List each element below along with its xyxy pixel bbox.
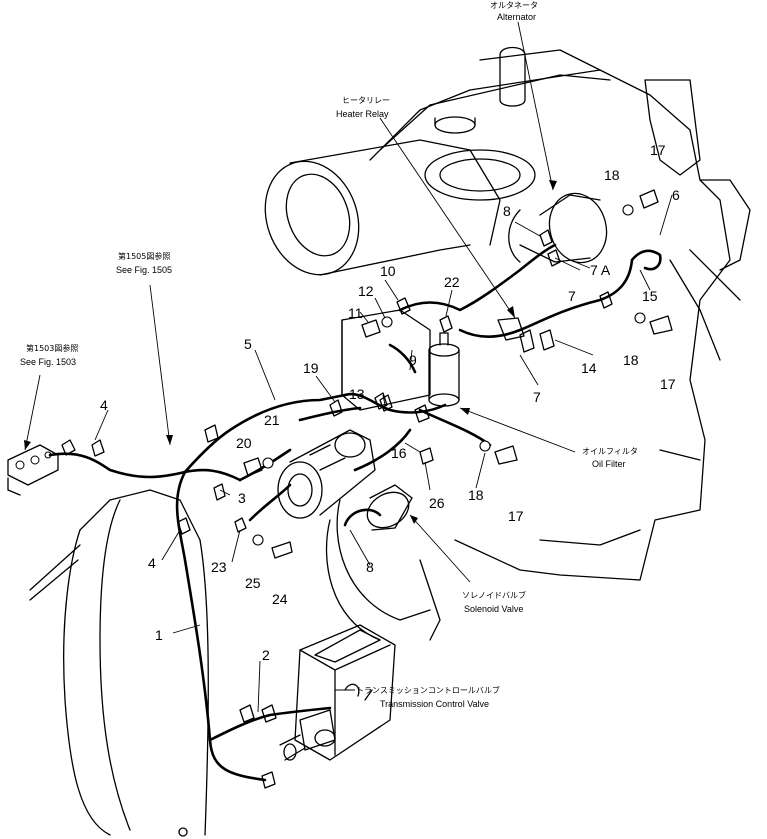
solenoid-valve-label: Solenoid Valve <box>464 604 523 614</box>
part-number: 3 <box>238 490 246 506</box>
transmission-control-valve <box>279 624 396 761</box>
part-number: 11 <box>348 305 363 321</box>
alternator <box>508 192 608 264</box>
part-number: 6 <box>672 187 680 203</box>
alternator-label-jp: オルタネータ <box>490 1 538 10</box>
see-fig-1505-label: See Fig. 1505 <box>116 265 172 275</box>
part-number: 7 A <box>590 262 611 278</box>
part-number: 18 <box>468 487 484 503</box>
part-number: 15 <box>642 288 658 304</box>
part-number: 12 <box>358 283 374 299</box>
part-number: 23 <box>211 559 227 575</box>
part-number: 4 <box>100 397 108 413</box>
part-number: 17 <box>660 376 676 392</box>
starter-motor <box>277 429 376 519</box>
part-number: 26 <box>429 495 445 511</box>
part-number: 7 <box>568 288 576 304</box>
part-number: 21 <box>264 412 280 428</box>
part-number: 7 <box>533 389 541 405</box>
callout-labels: オルタネータ Alternator ヒータリレー Heater Relay 第1… <box>20 1 638 709</box>
see-fig-1503-label-jp: 第1503図参照 <box>26 343 78 353</box>
left-connector <box>7 444 59 496</box>
heater-relay-label: Heater Relay <box>336 109 389 119</box>
see-fig-1503-label: See Fig. 1503 <box>20 357 76 367</box>
transmission-housing <box>29 489 441 837</box>
solenoid-valve <box>366 484 413 531</box>
part-number: 18 <box>604 167 620 183</box>
part-number: 8 <box>503 203 511 219</box>
part-number: 5 <box>244 336 252 352</box>
transmission-control-valve-label: Transmission Control Valve <box>380 699 489 709</box>
fasteners <box>61 189 673 789</box>
oil-filter-label: Oil Filter <box>592 459 626 469</box>
part-number: 8 <box>366 559 374 575</box>
part-number: 22 <box>444 274 460 290</box>
leader-lines <box>24 21 673 713</box>
part-number: 1 <box>155 627 163 643</box>
arrowheads <box>24 180 557 524</box>
part-number: 16 <box>391 445 407 461</box>
part-number: 10 <box>380 263 396 279</box>
harness-main <box>48 243 662 782</box>
heater-relay-label-jp: ヒータリレー <box>342 96 390 105</box>
part-number: 14 <box>581 360 597 376</box>
part-number: 13 <box>349 386 365 402</box>
part-number: 18 <box>623 352 639 368</box>
part-number: 2 <box>262 647 270 663</box>
part-number: 25 <box>245 575 261 591</box>
solenoid-valve-label-jp: ソレノイドバルブ <box>462 590 526 600</box>
alternator-label: Alternator <box>497 12 536 22</box>
part-number: 4 <box>148 555 156 571</box>
oil-filter-label-jp: オイルフィルタ <box>582 447 638 456</box>
part-number: 17 <box>650 142 666 158</box>
intake-cylinder <box>264 139 501 276</box>
part-number: 19 <box>303 360 319 376</box>
see-fig-1505-label-jp: 第1505図参照 <box>118 251 170 261</box>
part-numbers: 1 2 3 4 4 5 6 7 7 7 A 8 8 9 10 11 12 13 … <box>100 142 680 663</box>
part-number: 24 <box>272 591 288 607</box>
part-number: 9 <box>409 352 417 368</box>
transmission-control-valve-label-jp: トランスミッションコントロールバルブ <box>356 685 500 695</box>
part-number: 20 <box>236 435 252 451</box>
part-number: 17 <box>508 508 524 524</box>
engine-block <box>369 46 751 581</box>
